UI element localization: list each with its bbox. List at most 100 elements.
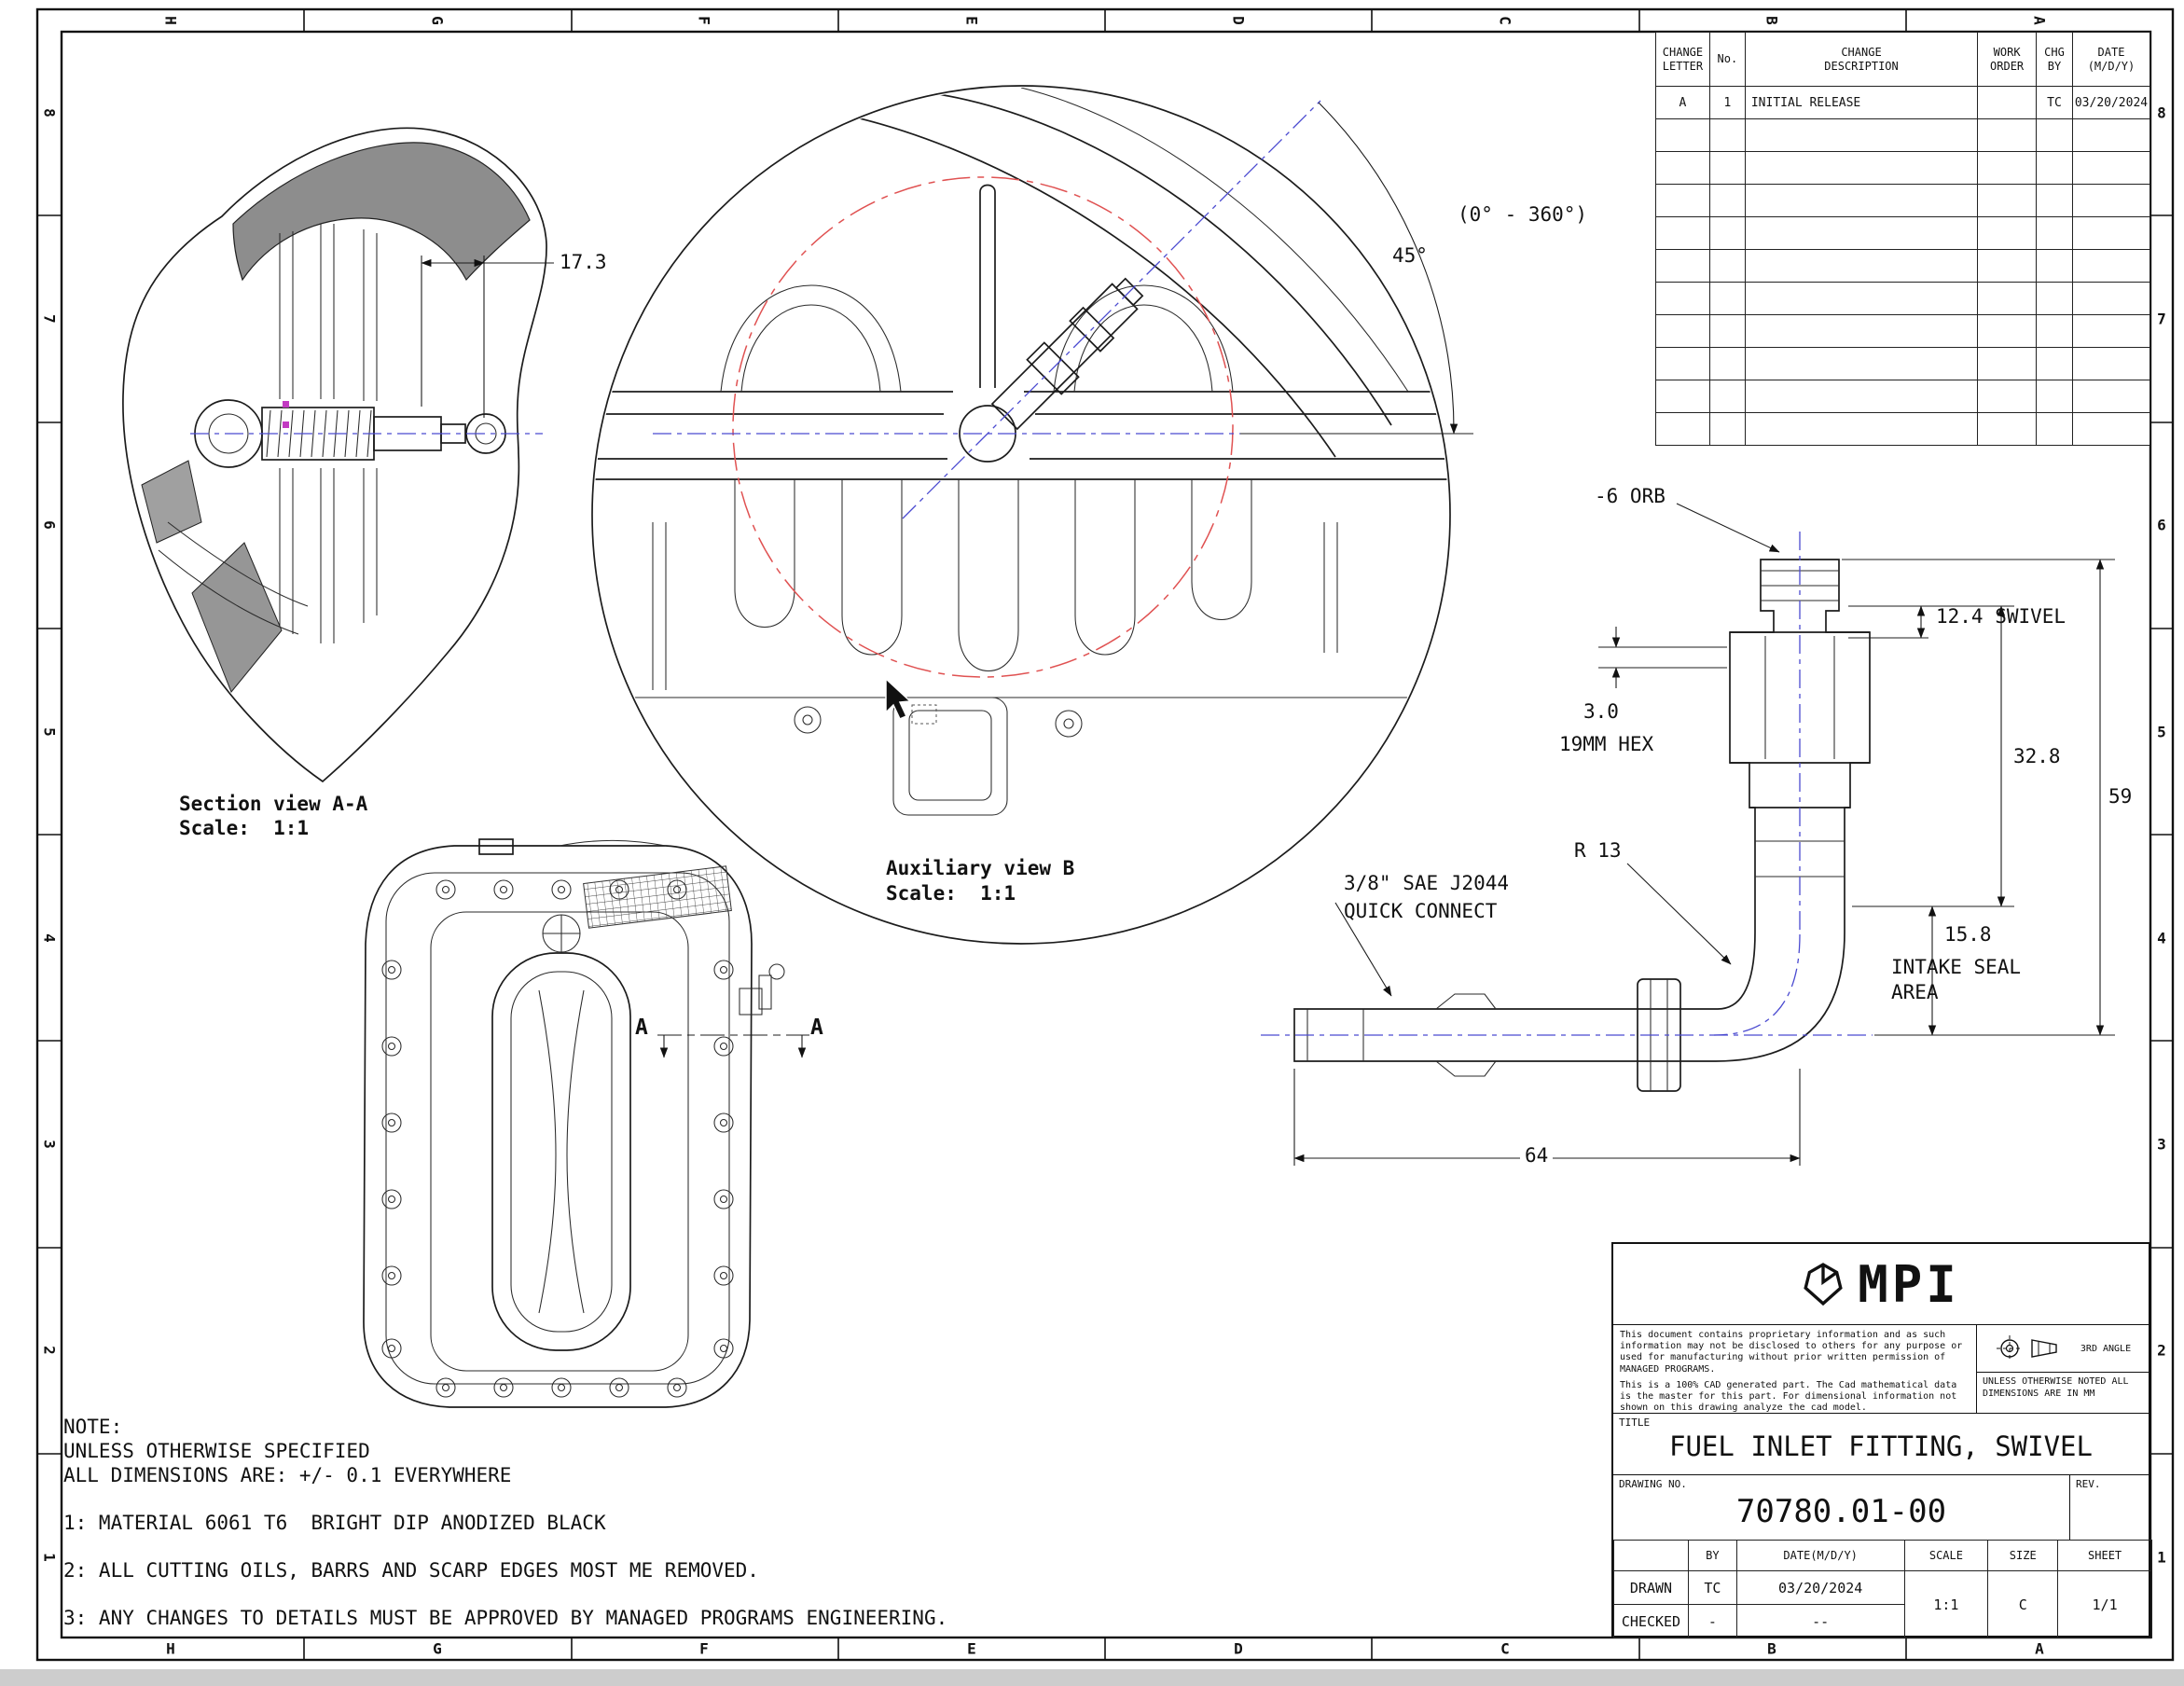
rev-empty-cell bbox=[1708, 216, 1746, 250]
rev-entry-chg-by: TC bbox=[2036, 86, 2073, 119]
proprietary-note-2: This is a 100% CAD generated part. The C… bbox=[1620, 1379, 1957, 1414]
rev-empty-cell bbox=[1708, 380, 1746, 413]
rev-empty-cell bbox=[1708, 314, 1746, 348]
rev-empty-cell bbox=[1977, 151, 2038, 185]
zone-col-label: E bbox=[962, 16, 981, 25]
orb-label: -6 ORB bbox=[1595, 485, 1666, 507]
rev-empty-cell bbox=[2036, 380, 2073, 413]
revision-empty-row bbox=[1655, 184, 2151, 217]
revision-empty-row bbox=[1655, 347, 2151, 380]
bottom-gray-bar bbox=[0, 1669, 2184, 1686]
angle-range-label: (0° - 360°) bbox=[1458, 203, 1588, 226]
section-view-title: Section view A-A bbox=[179, 793, 368, 815]
zone-col-label: A bbox=[2035, 1639, 2044, 1658]
rev-empty-cell bbox=[1977, 118, 2038, 152]
rev-empty-cell bbox=[2071, 347, 2151, 380]
rev-empty-cell bbox=[2036, 249, 2073, 283]
rev-entry-change-letter: A bbox=[1655, 86, 1710, 119]
checked-row: CHECKED - -- bbox=[1613, 1604, 2152, 1638]
magenta-marker bbox=[283, 401, 289, 408]
drawn-row: DRAWN TC 03/20/2024 1:1 C 1/1 bbox=[1613, 1570, 2152, 1638]
tt-col-size: SIZE bbox=[1987, 1540, 2059, 1571]
zone-col-label: C bbox=[1500, 1639, 1510, 1658]
rev-empty-cell bbox=[1744, 216, 1979, 250]
rev-entry-work-order bbox=[1977, 86, 2038, 119]
rev-empty-cell bbox=[1655, 314, 1710, 348]
rev-empty-cell bbox=[1708, 151, 1746, 185]
rev-empty-cell bbox=[2071, 184, 2151, 217]
rev-empty-cell bbox=[1977, 412, 2038, 446]
rev-empty-cell bbox=[2036, 282, 2073, 315]
rev-empty-cell bbox=[1655, 380, 1710, 413]
rev-empty-cell bbox=[1744, 151, 1979, 185]
revision-table: CHANGE LETTER No. CHANGE DESCRIPTION WOR… bbox=[1655, 32, 2151, 446]
rev-empty-cell bbox=[2071, 216, 2151, 250]
rev-empty-cell bbox=[1977, 249, 2038, 283]
rev-empty-cell bbox=[2036, 347, 2073, 380]
scale-value: 1:1 bbox=[1903, 1570, 1989, 1638]
plan-view-drawing bbox=[363, 838, 809, 1408]
seal-area-label-2: AREA bbox=[1891, 981, 1939, 1003]
title-block-table: BY DATE(M/D/Y) SCALE SIZE SHEET DRAWN TC… bbox=[1613, 1540, 2152, 1638]
zone-row-label: 7 bbox=[40, 314, 59, 324]
rev-empty-cell bbox=[1708, 282, 1746, 315]
third-angle-projection-icon bbox=[1996, 1335, 2057, 1361]
hex-label: 19MM HEX bbox=[1559, 733, 1654, 755]
rev-header-no: No. bbox=[1708, 32, 1746, 87]
tt-col-date: DATE(M/D/Y) bbox=[1735, 1540, 1905, 1571]
tt-col-by: BY bbox=[1687, 1540, 1737, 1571]
zone-row-label: 4 bbox=[40, 933, 59, 943]
rev-empty-cell bbox=[2071, 380, 2151, 413]
zone-row-label: 1 bbox=[2157, 1548, 2166, 1567]
dim-17-3-label: 17.3 bbox=[560, 251, 607, 273]
rev-empty-cell bbox=[2071, 118, 2151, 152]
rev-empty-cell bbox=[1977, 380, 2038, 413]
note-item-1: 1: MATERIAL 6061 T6 BRIGHT DIP ANODIZED … bbox=[63, 1512, 606, 1534]
angle-45-label: 45° bbox=[1392, 244, 1428, 267]
rev-header-change-letter: CHANGE LETTER bbox=[1655, 32, 1710, 87]
swivel-dim-label: 12.4 SWIVEL bbox=[1936, 605, 2067, 628]
section-mark-a-right: A bbox=[810, 1016, 823, 1040]
rev-empty-cell bbox=[1708, 249, 1746, 283]
zone-col-label: D bbox=[1229, 16, 1248, 25]
rev-empty-cell bbox=[1744, 118, 1979, 152]
dim-3-0-label: 3.0 bbox=[1583, 700, 1619, 723]
third-angle-label: 3RD ANGLE bbox=[2080, 1343, 2132, 1354]
drawn-by: TC bbox=[1687, 1570, 1737, 1605]
rev-empty-cell bbox=[2036, 184, 2073, 217]
dim-64-label: 64 bbox=[1520, 1144, 1554, 1168]
rev-empty-cell bbox=[2071, 314, 2151, 348]
zone-row-label: 2 bbox=[2157, 1341, 2166, 1360]
rev-empty-cell bbox=[1655, 151, 1710, 185]
zone-row-label: 6 bbox=[2157, 516, 2166, 534]
rev-header-chg-by: CHG BY bbox=[2036, 32, 2073, 87]
rev-empty-cell bbox=[1744, 314, 1979, 348]
rev-empty-cell bbox=[1744, 282, 1979, 315]
radius-label: R 13 bbox=[1574, 839, 1622, 862]
rev-empty-cell bbox=[2071, 412, 2151, 446]
zone-row-label: 6 bbox=[40, 520, 59, 530]
rev-empty-cell bbox=[1977, 347, 2038, 380]
rev-empty-cell bbox=[1655, 412, 1710, 446]
zone-col-label: H bbox=[161, 16, 180, 25]
units-note: UNLESS OTHERWISE NOTED ALL DIMENSIONS AR… bbox=[1977, 1372, 2149, 1413]
title-block: MPI This document contains proprietary i… bbox=[1611, 1242, 2152, 1638]
sheet-value: 1/1 bbox=[2057, 1570, 2152, 1638]
zone-col-label: B bbox=[1767, 1639, 1776, 1658]
zone-col-label: E bbox=[967, 1639, 976, 1658]
rev-empty-cell bbox=[2036, 118, 2073, 152]
section-view-drawing bbox=[122, 127, 554, 783]
section-view-scale: Scale: 1:1 bbox=[179, 817, 310, 839]
revision-empty-row bbox=[1655, 216, 2151, 250]
quick-connect-label-2: QUICK CONNECT bbox=[1344, 900, 1498, 922]
checked-by: - bbox=[1687, 1604, 1737, 1638]
rev-entry-date: 03/20/2024 bbox=[2071, 86, 2151, 119]
tt-blank bbox=[1613, 1540, 1689, 1571]
zone-row-label: 1 bbox=[40, 1553, 59, 1562]
checked-date: -- bbox=[1735, 1604, 1905, 1638]
mpi-logo-text: MPI bbox=[1858, 1254, 1960, 1314]
dim-15-8-label: 15.8 bbox=[1940, 923, 1997, 947]
zone-row-label: 4 bbox=[2157, 929, 2166, 947]
